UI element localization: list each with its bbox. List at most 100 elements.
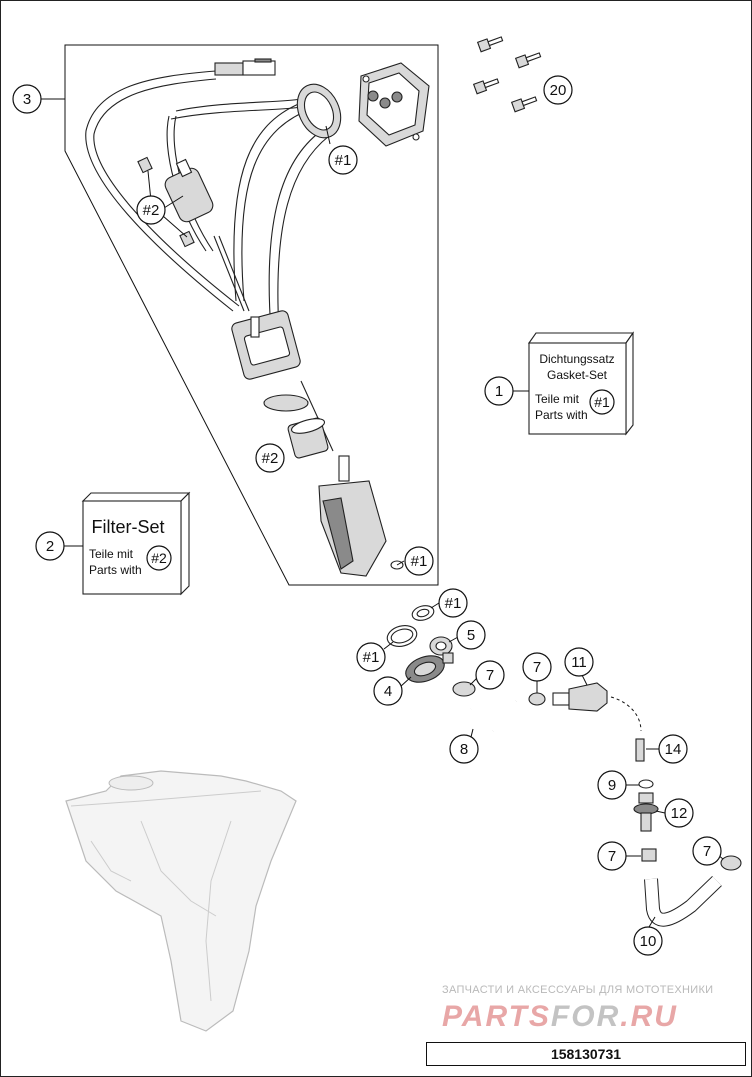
watermark-tagline: ЗАПЧАСТИ И АКСЕССУАРЫ ДЛЯ МОТОТЕХНИКИ [442, 984, 714, 996]
svg-text:9: 9 [608, 777, 616, 794]
gasket-box-front [528, 342, 627, 435]
callout-2h-b: #2 [255, 443, 285, 473]
valve-pin-14 [635, 738, 645, 762]
svg-text:2: 2 [46, 538, 54, 555]
hose-8-bend [465, 708, 495, 738]
svg-text:7: 7 [533, 659, 541, 676]
pump-outlet [338, 455, 350, 482]
hose-clamp-7c [641, 848, 657, 862]
svg-text:7: 7 [608, 848, 616, 865]
pump-holder-base [263, 394, 309, 412]
leader-5 [448, 636, 459, 643]
callout-10: 10 [633, 926, 663, 956]
fuel-tank-filler [108, 775, 154, 791]
leader-7a [469, 677, 478, 686]
hose-clamp-7d [720, 855, 742, 871]
pump-flange-face [366, 72, 420, 136]
oring-9 [638, 779, 654, 789]
gasket-box-line3: Teile mit [535, 392, 580, 406]
fuel-pump-shadow [322, 497, 354, 570]
screws-group [472, 36, 542, 113]
document-number: 158130731 [550, 1046, 622, 1062]
svg-text:#1: #1 [445, 595, 462, 612]
assembly-3-outline [64, 44, 439, 586]
svg-text:#1: #1 [363, 649, 380, 666]
hose-upper-inner [170, 106, 302, 120]
callout-7d: 7 [692, 836, 722, 866]
flange-hole-1 [362, 75, 370, 83]
svg-text:5: 5 [467, 627, 475, 644]
fuel-filter [164, 167, 214, 223]
filter-box-title: Filter-Set [91, 517, 164, 537]
leader-4 [399, 676, 412, 688]
callout-11: 11 [564, 647, 594, 677]
oring-small-inner [416, 608, 430, 618]
callout-3: 3 [12, 84, 42, 114]
svg-text:20: 20 [550, 82, 567, 99]
svg-text:8: 8 [460, 741, 468, 758]
hose-clamp-7a [452, 681, 476, 697]
svg-text:#2: #2 [143, 202, 160, 219]
fuel-tank-ridge-1 [70, 790, 262, 807]
wire-lower [300, 380, 334, 452]
leader-1h-c [430, 602, 440, 609]
callout-1h-d: #1 [356, 642, 386, 672]
document-number-box: 158130731 [426, 1042, 746, 1066]
callout-4: 4 [373, 676, 403, 706]
hose-middle-inner [241, 108, 312, 302]
leader-1h-d [383, 641, 394, 650]
gasket-box-ref: #1 [594, 394, 610, 410]
filter-box-top [81, 492, 191, 502]
callout-2: 2 [35, 531, 65, 561]
wire-connector-plug [242, 60, 276, 76]
wire-connector-pins [254, 58, 272, 63]
fuel-tank-body [65, 770, 297, 1032]
thin-tube [213, 235, 245, 312]
fuel-pump-assembly [85, 58, 430, 577]
gasket-box-line1: Dichtungssatz [539, 352, 614, 366]
callout-8: 8 [449, 734, 479, 764]
hose-10 [645, 876, 722, 926]
callout-7c: 7 [597, 841, 627, 871]
watermark-logo: PARTSFOR.RU [442, 1000, 742, 1034]
gasket-set-box: Dichtungssatz Gasket-Set Teile mit Parts… [527, 331, 635, 436]
fuel-filter-nozzle [175, 158, 193, 178]
nipple-5-hole [435, 641, 447, 651]
filter-box-line2: Parts with [89, 563, 142, 577]
hose-clamp-7b [528, 692, 546, 706]
flange-fitting-3 [391, 91, 403, 103]
filter-box-line1: Teile mit [89, 547, 134, 561]
lower-parts [386, 605, 742, 927]
gasket-box-side [625, 331, 634, 436]
callout-12: 12 [664, 798, 694, 828]
callout-1: 1 [484, 376, 514, 406]
thin-tube-edge [218, 235, 250, 312]
callout-14: 14 [658, 734, 688, 764]
filter-box-side [180, 491, 190, 596]
callout-9: 9 [597, 770, 627, 800]
callout-5: 5 [456, 620, 486, 650]
svg-text:10: 10 [640, 933, 657, 950]
watermark-logo-part2: FOR [550, 1000, 621, 1033]
svg-text:3: 3 [23, 91, 31, 108]
svg-text:4: 4 [384, 683, 392, 700]
fitting-12-stem [640, 812, 652, 832]
hose-long-left [85, 70, 234, 312]
leader-10 [648, 916, 656, 928]
svg-text:12: 12 [671, 805, 688, 822]
gasket-box-top [527, 332, 635, 344]
hose-right-inner [277, 135, 330, 332]
svg-text:14: 14 [665, 741, 682, 758]
quick-connector-11 [568, 682, 608, 712]
svg-text:#1: #1 [411, 553, 428, 570]
connector-dash-line [610, 696, 642, 732]
flange-hole-2 [412, 133, 420, 141]
fuel-tank-ridge-2 [140, 820, 217, 917]
wire-connector-body [214, 62, 244, 76]
callout-2h-a: #2 [136, 195, 166, 225]
gasket-box-line4: Parts with [535, 408, 588, 422]
watermark-logo-part3: .RU [620, 1000, 678, 1033]
filter-box-ref: #2 [151, 550, 167, 566]
leader-lines [41, 98, 724, 928]
